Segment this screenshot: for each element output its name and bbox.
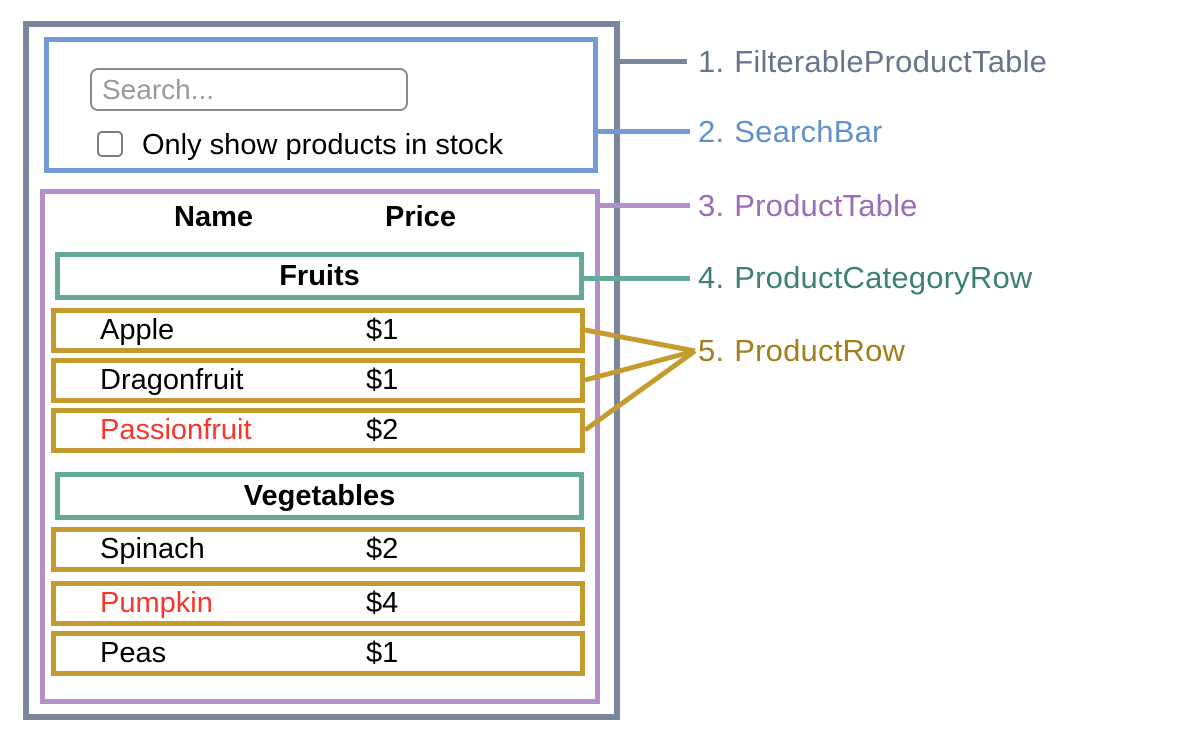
connector-line-search-bar	[593, 129, 690, 134]
column-header-name: Name	[174, 201, 253, 233]
legend-label: ProductCategoryRow	[734, 260, 1033, 295]
product-row-apple: Apple $1	[51, 308, 585, 353]
legend-number: 4.	[698, 260, 725, 295]
legend-label: FilterableProductTable	[734, 44, 1048, 79]
legend-number: 3.	[698, 188, 725, 223]
category-label: Vegetables	[243, 480, 396, 512]
product-row-dragonfruit: Dragonfruit $1	[51, 358, 585, 403]
legend-label: ProductRow	[734, 333, 906, 368]
legend-number: 1.	[698, 44, 725, 79]
in-stock-checkbox[interactable]	[97, 131, 123, 157]
legend-item-filterable-product-table: 1. FilterableProductTable	[698, 44, 1047, 80]
category-row-vegetables: Vegetables	[55, 472, 584, 520]
product-row-passionfruit: Passionfruit $2	[51, 408, 585, 453]
connector-lines-product-row	[583, 327, 697, 433]
legend-number: 5.	[698, 333, 725, 368]
search-input[interactable]	[90, 68, 408, 111]
category-row-fruits: Fruits	[55, 252, 584, 300]
legend-label: ProductTable	[734, 188, 918, 223]
product-price: $2	[366, 533, 399, 565]
connector-line-filterable-product-table	[615, 59, 687, 64]
product-row-pumpkin: Pumpkin $4	[51, 581, 585, 626]
product-row-peas: Peas $1	[51, 631, 585, 676]
legend-item-product-category-row: 4. ProductCategoryRow	[698, 260, 1033, 296]
product-name: Spinach	[100, 533, 205, 565]
product-name: Dragonfruit	[100, 364, 244, 396]
product-price: $2	[366, 414, 399, 446]
legend-item-search-bar: 2. SearchBar	[698, 114, 883, 150]
in-stock-checkbox-label: Only show products in stock	[142, 129, 504, 161]
product-name: Apple	[100, 314, 175, 346]
product-name: Passionfruit	[100, 414, 252, 446]
product-name: Pumpkin	[100, 587, 213, 619]
product-price: $1	[366, 364, 399, 396]
legend-item-product-table: 3. ProductTable	[698, 188, 918, 224]
legend-item-product-row: 5. ProductRow	[698, 333, 905, 369]
column-header-price: Price	[385, 201, 456, 233]
product-name: Peas	[100, 637, 167, 669]
product-row-spinach: Spinach $2	[51, 527, 585, 572]
product-price: $4	[366, 587, 399, 619]
connector-line-product-table	[595, 203, 690, 208]
legend-number: 2.	[698, 114, 725, 149]
legend-label: SearchBar	[734, 114, 883, 149]
product-price: $1	[366, 314, 399, 346]
connector-line-product-category-row	[580, 276, 690, 281]
category-label: Fruits	[279, 260, 360, 292]
product-price: $1	[366, 637, 399, 669]
